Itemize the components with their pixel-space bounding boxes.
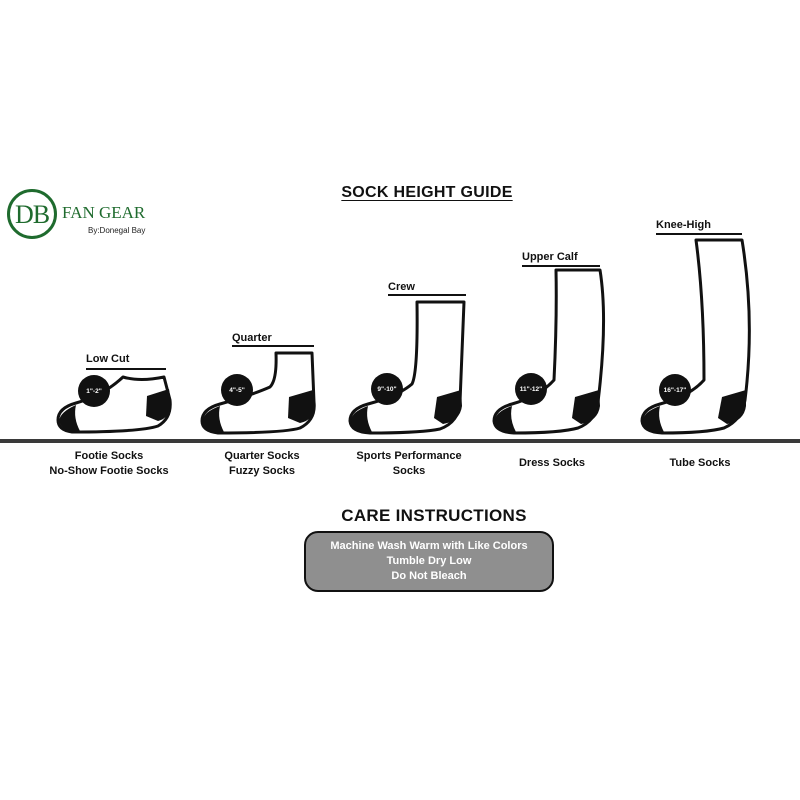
brand-name: FAN GEAR: [62, 203, 146, 222]
care-instructions-title: CARE INSTRUCTIONS: [341, 506, 527, 525]
range-badge-quarter: 4"-5": [221, 374, 253, 406]
height-label-knee-high: Knee-High: [656, 219, 711, 231]
category-line: Sports Performance: [356, 450, 462, 462]
quarter-sock-illustration: [200, 351, 316, 435]
range-badge-knee-high: 16"-17": [659, 374, 691, 406]
category-crew: Sports Performance Socks: [334, 449, 484, 479]
category-line: Footie Socks: [74, 450, 144, 462]
category-upper-calf: Dress Socks: [477, 456, 627, 471]
sock-height-guide-title: SOCK HEIGHT GUIDE: [300, 184, 554, 202]
care-line: Tumble Dry Low: [386, 555, 472, 567]
range-badge-low-cut: 1"-2": [78, 375, 110, 407]
care-line: Machine Wash Warm with Like Colors: [330, 540, 528, 552]
care-line: Do Not Bleach: [391, 570, 467, 582]
knee-high-sock-illustration: [640, 238, 751, 435]
category-knee-high: Tube Socks: [625, 456, 775, 471]
measure-line-low-cut: [86, 368, 166, 370]
brand-logo-mark: DB: [7, 189, 57, 239]
ground-line: [0, 439, 800, 443]
upper-calf-sock-illustration: [492, 268, 606, 435]
measure-line-upper-calf: [522, 265, 600, 267]
guide-title-text: SOCK HEIGHT GUIDE: [341, 184, 513, 201]
height-label-crew: Crew: [388, 281, 415, 293]
low-cut-sock-illustration: [56, 375, 172, 434]
height-label-low-cut: Low Cut: [86, 353, 130, 365]
category-line: Socks: [392, 465, 426, 477]
brand-mark-text: DB: [14, 199, 50, 229]
measure-line-crew: [388, 294, 466, 296]
category-line: Dress Socks: [518, 457, 586, 469]
range-badge-crew: 9"-10": [371, 373, 403, 405]
crew-sock-illustration: [348, 300, 466, 435]
measure-line-quarter: [232, 345, 314, 347]
category-low-cut: Footie Socks No-Show Footie Socks: [34, 449, 184, 479]
care-instructions-box: Machine Wash Warm with Like Colors Tumbl…: [304, 531, 554, 592]
brand-byline: By:Donegal Bay: [88, 226, 146, 235]
category-quarter: Quarter Socks Fuzzy Socks: [187, 449, 337, 479]
range-badge-upper-calf: 11"-12": [515, 373, 547, 405]
measure-line-knee-high: [656, 233, 742, 235]
category-line: No-Show Footie Socks: [49, 465, 169, 477]
height-label-quarter: Quarter: [232, 332, 272, 344]
category-line: Tube Socks: [669, 457, 731, 469]
category-line: Fuzzy Socks: [228, 465, 296, 477]
category-line: Quarter Socks: [224, 450, 300, 462]
height-label-upper-calf: Upper Calf: [522, 251, 578, 263]
